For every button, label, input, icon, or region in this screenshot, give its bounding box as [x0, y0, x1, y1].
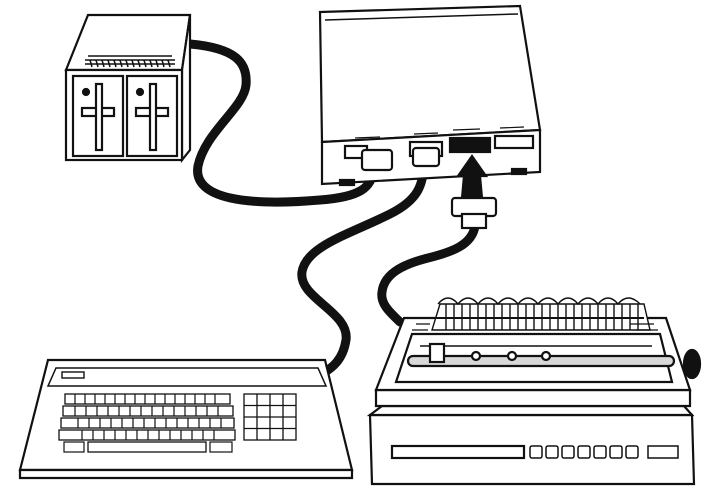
drive-latch-2 — [150, 84, 156, 150]
system-unit-foot-1 — [340, 180, 354, 185]
drive-latch-1 — [96, 84, 102, 150]
printer-tractor-feed — [432, 298, 650, 330]
printer-roller-1 — [472, 352, 480, 360]
printer-button-1 — [530, 446, 542, 458]
printer-housing-front — [376, 390, 690, 406]
disk-drive — [66, 15, 190, 160]
printer-cable-plug-body — [462, 214, 486, 228]
printer-button-2 — [546, 446, 558, 458]
keyboard-cable-plug — [413, 148, 439, 166]
printer-button-4 — [578, 446, 590, 458]
disk-drive-top — [66, 15, 190, 70]
port-printer — [450, 138, 490, 152]
printer-roller-2 — [508, 352, 516, 360]
printer-base-top — [370, 406, 692, 415]
printer-power-panel — [648, 446, 678, 458]
printer-button-5 — [594, 446, 606, 458]
system-unit-top — [320, 6, 540, 142]
printer-knob — [684, 350, 700, 378]
keyboard — [20, 360, 352, 478]
printer-button-7 — [626, 446, 638, 458]
system-unit-foot-2 — [512, 169, 526, 174]
drive-light-2 — [137, 89, 143, 95]
printer-platen — [408, 356, 674, 366]
printer-display-slot — [392, 446, 524, 458]
keyboard-front-edge — [20, 470, 352, 478]
port-aux — [495, 136, 533, 148]
keyboard-rim — [48, 368, 326, 386]
keyboard-logo-plate — [62, 372, 84, 378]
printer-print-head — [430, 344, 444, 362]
printer-buttons — [530, 446, 678, 458]
drive-light-1 — [83, 89, 89, 95]
printer-button-6 — [610, 446, 622, 458]
printer-roller-3 — [542, 352, 550, 360]
printer-button-3 — [562, 446, 574, 458]
printer — [370, 298, 700, 484]
disk-cable-plug — [362, 150, 392, 170]
